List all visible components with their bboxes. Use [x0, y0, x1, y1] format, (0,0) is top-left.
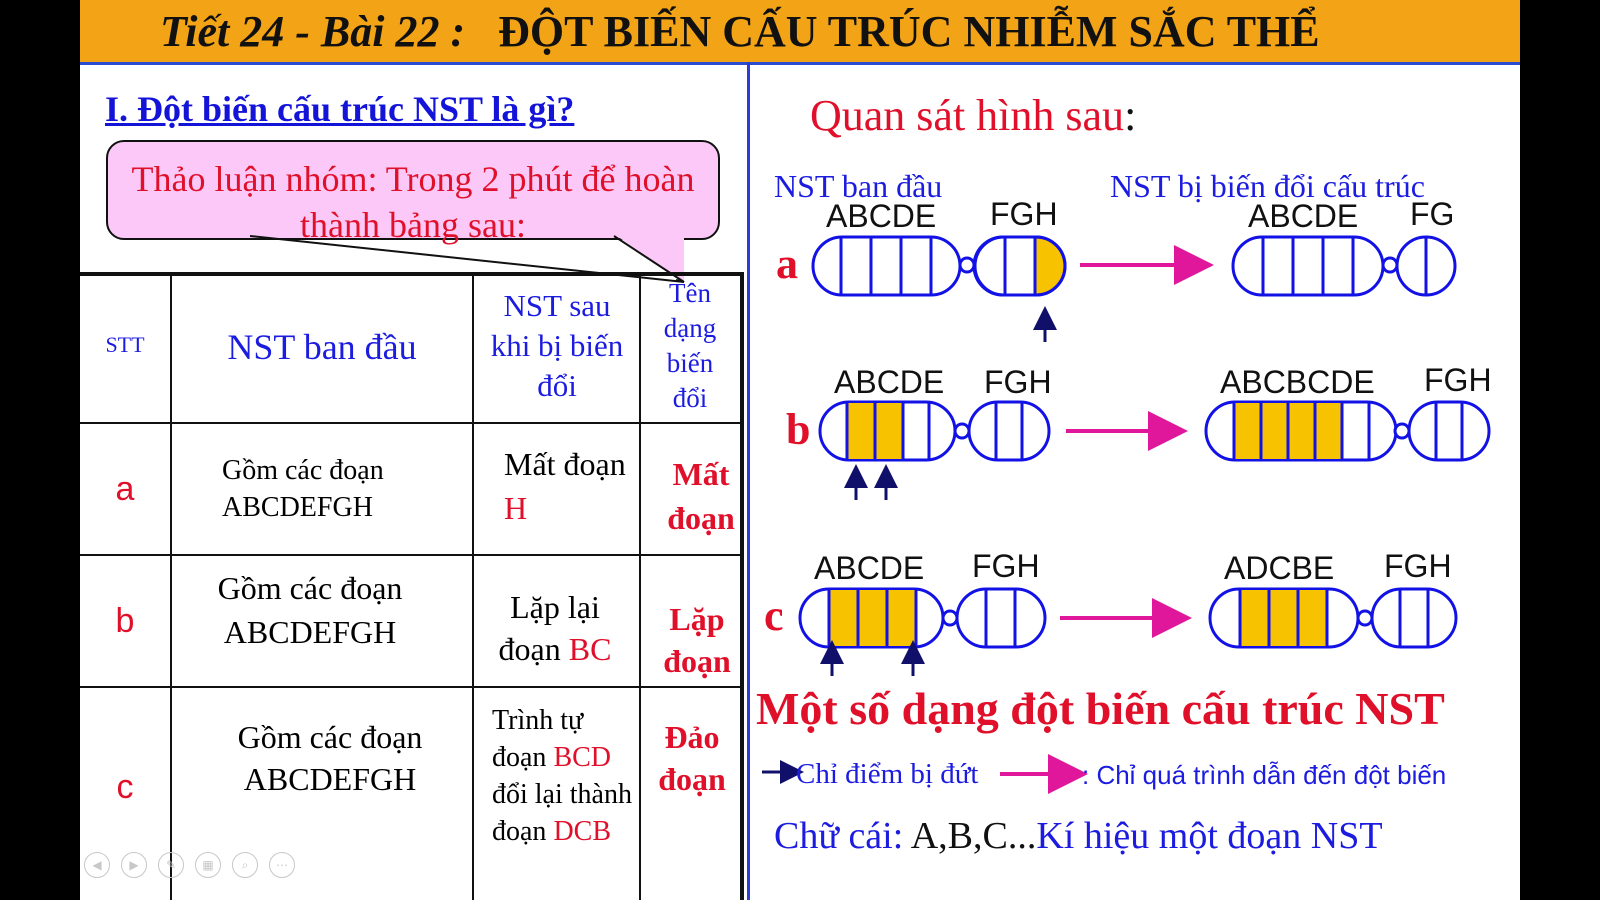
previous-icon[interactable]: ◀	[84, 852, 110, 878]
row-b-original: Gồm các đoạn ABCDEFGH	[217, 570, 403, 650]
comparison-table: STT NST ban đầu NST sau khi bị biến đổi …	[80, 272, 744, 900]
row-c-before-left-label: ABCDE	[814, 550, 925, 586]
row-c-after-right-label: FGH	[1384, 548, 1452, 584]
observe-text: Quan sát hình sau	[810, 91, 1125, 140]
row-b-before-right-label: FGH	[984, 364, 1052, 400]
row-a-after-left-label: ABCDE	[1248, 198, 1359, 234]
slides-icon[interactable]: ▦	[195, 852, 221, 878]
next-icon[interactable]: ▶	[121, 852, 147, 878]
row-a-after-right-label: FG	[1410, 196, 1455, 232]
row-b-after-right-label: FGH	[1424, 362, 1492, 398]
col-after-label: NST bị biến đổi cấu trúc	[1110, 168, 1425, 204]
row-a-changed: Mất đoạn H	[504, 442, 634, 530]
row-c-original: Gồm các đoạn ABCDEFGH	[237, 719, 423, 797]
slide-title: Tiết 24 - Bài 22 : ĐỘT BIẾN CẤU TRÚC NHI…	[160, 6, 1320, 57]
row-a-original: Gồm các đoạn ABCDEFGH	[222, 455, 384, 523]
slide: Tiết 24 - Bài 22 : ĐỘT BIẾN CẤU TRÚC NHI…	[80, 0, 1520, 900]
row-a-name: Mất đoạn	[667, 456, 735, 536]
header-original: NST ban đầu	[227, 327, 417, 367]
row-b-after-chromosome	[1204, 400, 1491, 462]
observe-heading: Quan sát hình sau:	[810, 90, 1136, 141]
pen-icon[interactable]: ✎	[158, 852, 184, 878]
row-c-changed-seg: BCD	[553, 742, 612, 773]
note-line: Chữ cái: A,B,C...Kí hiệu một đoạn NST	[774, 814, 1383, 858]
row-b-after-left-label: ABCBCDE	[1220, 364, 1375, 400]
callout-text: Thảo luận nhóm: Trong 2 phút để hoàn thà…	[131, 159, 695, 245]
section-heading: I. Đột biến cấu trúc NST là gì?	[105, 89, 575, 129]
zoom-icon[interactable]: ⌕	[232, 852, 258, 878]
diagram-row-c-letter: c	[764, 591, 784, 640]
header-stt: STT	[105, 332, 145, 357]
row-c-changed-tail: đổi lại thành đoạn	[492, 779, 632, 847]
row-a-before-left-label: ABCDE	[826, 198, 937, 234]
row-b-changed-seg: BC	[568, 631, 612, 667]
chromosome-diagram	[762, 235, 1491, 794]
header-changed: NST sau khi bị biến đổi	[490, 288, 624, 403]
title-bar: Tiết 24 - Bài 22 : ĐỘT BIẾN CẤU TRÚC NHI…	[80, 0, 1520, 65]
row-c-before-right-label: FGH	[972, 548, 1040, 584]
title-prefix: Tiết 24 - Bài 22 :	[160, 7, 466, 56]
row-c-after-left-label: ADCBE	[1224, 550, 1335, 586]
diagram-row-b-letter: b	[786, 405, 811, 454]
note-suffix: Kí hiệu một đoạn NST	[1036, 815, 1383, 857]
observe-colon: :	[1124, 91, 1137, 140]
note-prefix: Chữ cái:	[774, 815, 911, 857]
row-a-changed-seg: H	[504, 490, 528, 526]
legend-break-text: Chỉ điểm bị đứt	[796, 758, 979, 790]
row-a-changed-text: Mất đoạn	[504, 446, 626, 482]
diagram-row-a-letter: a	[776, 239, 798, 288]
row-c-name: Đảo đoạn	[658, 719, 726, 797]
row-b-stt: b	[115, 602, 135, 640]
row-c-stt: c	[116, 768, 134, 806]
row-a-after-chromosome	[1231, 235, 1457, 297]
row-c-changed-text: Trình tự đoạn	[492, 705, 584, 773]
row-a-stt: a	[115, 470, 135, 508]
row-a-before-chromosome	[811, 235, 1067, 297]
row-c-before-chromosome	[798, 587, 1047, 649]
row-a-before-right-label: FGH	[990, 196, 1058, 232]
row-c-changed-seg2: DCB	[553, 816, 612, 847]
row-c-after-chromosome	[1208, 587, 1458, 649]
row-b-changed-text: Lặp lại đoạn	[498, 589, 600, 667]
note-letters: A,B,C...	[910, 815, 1037, 857]
row-b-name: Lặp đoạn	[663, 601, 731, 679]
row-c-changed: Trình tự đoạn BCD đổi lại thành đoạn DCB	[492, 702, 638, 850]
row-b-before-chromosome	[818, 400, 1051, 462]
header-name: Tên dạng biến đổi	[663, 278, 717, 413]
title-main: ĐỘT BIẾN CẤU TRÚC NHIỄM SẮC THỂ	[498, 7, 1320, 56]
column-divider	[747, 62, 750, 900]
summary-title: Một số dạng đột biến cấu trúc NST	[756, 683, 1445, 734]
row-b-changed: Lặp lại đoạn BC	[480, 586, 630, 670]
discussion-callout: Thảo luận nhóm: Trong 2 phút để hoàn thà…	[106, 140, 720, 245]
row-b-before-left-label: ABCDE	[834, 364, 945, 400]
legend-process-text: : Chỉ quá trình dẫn đến đột biến	[1082, 760, 1447, 790]
col-before-label: NST ban đầu	[774, 168, 943, 204]
more-options-icon[interactable]: ⋯	[269, 852, 295, 878]
